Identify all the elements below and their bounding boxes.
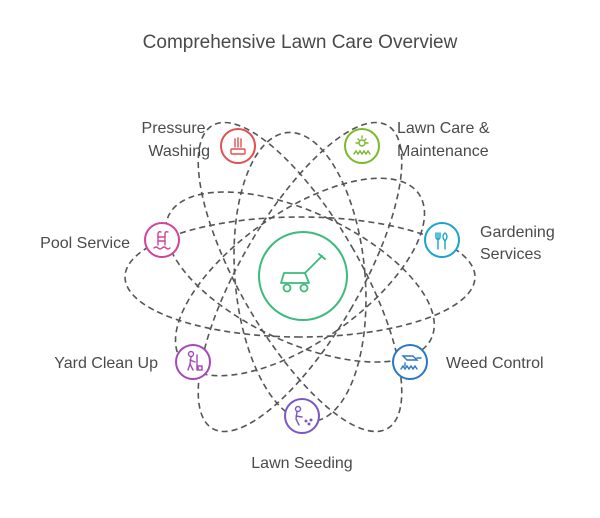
label-weed-control: Weed Control xyxy=(446,355,544,372)
node-yard-clean-up: Yard Clean Up xyxy=(54,344,211,380)
label-lawn-care-maintenance: Lawn Care & Maintenance xyxy=(397,120,494,160)
label-pressure-washing: Pressure Washing xyxy=(142,120,210,160)
label-line: Services xyxy=(480,246,541,263)
label-line: Gardening xyxy=(480,224,555,241)
orbit-ellipse xyxy=(164,191,436,363)
node-pool-service: Pool Service xyxy=(40,222,180,258)
label-line: Lawn Seeding xyxy=(251,455,352,472)
weed-sprayer-icon xyxy=(400,355,422,371)
node-pressure-washing: Pressure Washing xyxy=(142,120,256,164)
node-circle xyxy=(392,344,428,380)
sun-grass-icon xyxy=(353,135,371,156)
orbit-ellipses xyxy=(124,121,476,433)
pool-ladder-icon xyxy=(153,231,171,250)
lawn-mower-icon xyxy=(280,253,326,293)
node-lawn-seeding: Lawn Seeding xyxy=(251,398,353,472)
label-line: Maintenance xyxy=(397,143,489,160)
center-circle xyxy=(258,231,348,321)
label-line: Yard Clean Up xyxy=(54,355,158,372)
seeding-icon xyxy=(294,405,313,426)
node-circle xyxy=(284,398,320,434)
label-line: Pressure xyxy=(142,120,206,137)
node-circle xyxy=(424,222,460,258)
label-gardening-services: Gardening Services xyxy=(480,224,559,263)
diagram-title: Comprehensive Lawn Care Overview xyxy=(142,32,458,53)
label-pool-service: Pool Service xyxy=(40,235,130,252)
pressure-washer-icon xyxy=(230,137,246,155)
node-circle xyxy=(144,222,180,258)
garden-tools-icon xyxy=(435,232,448,250)
node-circle xyxy=(175,344,211,380)
center-node xyxy=(258,231,348,321)
orbit-ellipse xyxy=(197,121,403,433)
label-lawn-seeding: Lawn Seeding xyxy=(251,455,352,472)
orbit-ellipse xyxy=(197,121,403,433)
label-line: Weed Control xyxy=(446,355,544,372)
label-line: Lawn Care & xyxy=(397,120,490,137)
label-line: Washing xyxy=(148,143,210,160)
node-gardening-services: Gardening Services xyxy=(424,222,559,263)
node-weed-control: Weed Control xyxy=(392,344,544,380)
label-line: Pool Service xyxy=(40,235,130,252)
node-lawn-care-maintenance: Lawn Care & Maintenance xyxy=(344,120,494,164)
orbit-ellipse xyxy=(124,216,476,338)
yard-worker-icon xyxy=(187,350,203,371)
label-yard-clean-up: Yard Clean Up xyxy=(54,355,158,372)
